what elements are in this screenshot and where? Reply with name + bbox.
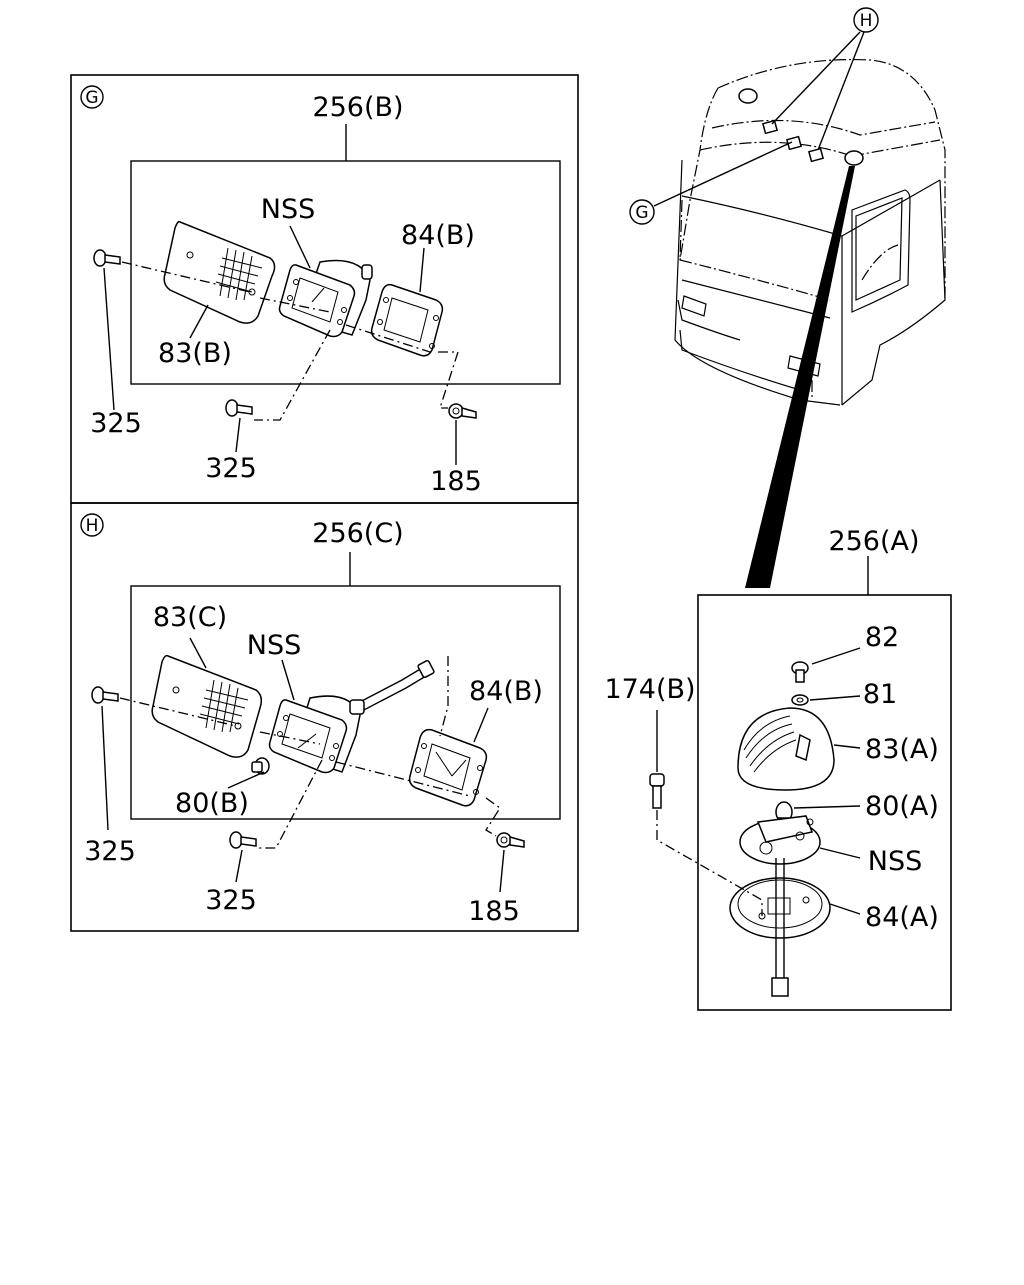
panel-a: 256(A) [604,526,952,1011]
label-256b: 256(B) [312,92,403,123]
label-80b: 80(B) [175,788,249,819]
label-82: 82 [865,622,899,653]
screw-82 [791,661,809,683]
lens-83c [151,654,263,758]
screw-325-h-left [91,686,119,704]
washer-81 [791,694,809,706]
housing-nss-a [739,815,821,865]
label-174b: 174(B) [604,674,695,705]
housing-nss-h [268,695,361,774]
lens-83a-dome [737,707,835,791]
callout-h-cab: H [771,7,879,151]
connector-84a [771,977,789,997]
callout-g-letter: G [85,88,98,108]
clip-185-g [448,403,477,419]
label-nss-a: NSS [868,846,922,877]
label-83a: 83(A) [865,734,939,765]
label-256a: 256(A) [828,526,919,557]
label-nss-g: NSS [261,194,315,225]
clip-185-h [496,832,525,848]
panel-g: G 256(B) [70,74,579,504]
callout-h-badge: H [80,513,104,537]
label-83c: 83(C) [153,602,227,633]
callout-h-cab-letter: H [860,11,873,31]
bolt-174b [649,773,665,809]
label-83b: 83(B) [158,338,232,369]
label-256c: 256(C) [312,518,403,549]
label-325-g-left: 325 [90,408,142,439]
label-84b-g: 84(B) [401,220,475,251]
panel-h: H 256(C) [70,502,579,932]
label-84a: 84(A) [865,902,939,933]
screw-325-h-bottom [229,831,257,849]
label-325-h-left: 325 [84,836,136,867]
panel-a-frame [697,594,952,1011]
housing-nss-g [278,259,373,338]
label-84b-h: 84(B) [469,676,543,707]
label-325-g-bottom: 325 [205,453,257,484]
base-84b-g [370,283,444,357]
base-84b-h [408,728,488,807]
screw-325-g-left [93,249,121,267]
bulb-80b [251,757,270,775]
label-185-h: 185 [468,896,520,927]
truck-cab-illustration: H G [629,7,946,588]
callout-g-cab: G [629,141,793,225]
assembly-256c-box [130,585,561,820]
label-nss-h: NSS [247,630,301,661]
base-84a [729,877,831,939]
callout-h-letter: H [86,516,99,536]
label-185-g: 185 [430,466,482,497]
callout-g-badge: G [80,85,104,109]
lens-83b [163,220,276,324]
wire-harness-h [349,659,435,715]
label-80a: 80(A) [865,791,939,822]
screw-325-g-bottom [225,399,253,417]
pointer-to-panel-a [745,166,855,588]
label-325-h-bottom: 325 [205,885,257,916]
panel-h-frame [70,502,579,932]
label-81: 81 [863,679,897,710]
callout-g-cab-letter: G [635,203,648,223]
